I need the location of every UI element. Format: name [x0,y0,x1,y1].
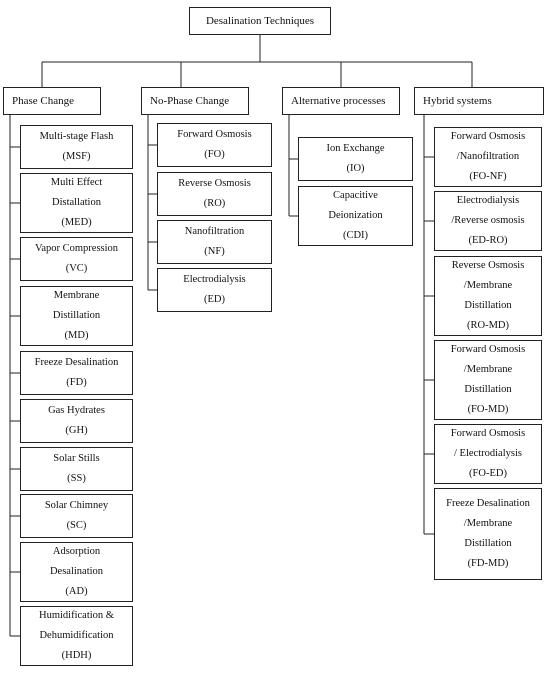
root-node: Desalination Techniques [189,7,331,35]
no-phase-change-item: Nanofiltration (NF) [157,220,272,264]
phase-change-item: Solar Chimney (SC) [20,494,133,538]
phase-change-item: Multi-stage Flash (MSF) [20,125,133,169]
hybrid-system-item: Forward Osmosis /Nanofiltration (FO-NF) [434,127,542,187]
hybrid-system-item: Electrodialysis /Reverse osmosis (ED-RO) [434,191,542,251]
phase-change-item: Vapor Compression (VC) [20,237,133,281]
hybrid-system-item: Forward Osmosis /Membrane Distillation (… [434,340,542,420]
hybrid-system-item: Reverse Osmosis /Membrane Distillation (… [434,256,542,336]
no-phase-change-item: Reverse Osmosis (RO) [157,172,272,216]
alternative-process-item: Capacitive Deionization (CDI) [298,186,413,246]
no-phase-change-item: Forward Osmosis (FO) [157,123,272,167]
hybrid-system-item: Freeze Desalination /Membrane Distillati… [434,488,542,580]
phase-change-item: Freeze Desalination (FD) [20,351,133,395]
category-no-phase-change: No-Phase Change [141,87,249,115]
category-phase-change: Phase Change [3,87,101,115]
no-phase-change-item: Electrodialysis (ED) [157,268,272,312]
phase-change-item: Adsorption Desalination (AD) [20,542,133,602]
category-hybrid-systems: Hybrid systems [414,87,544,115]
phase-change-item: Humidification & Dehumidification (HDH) [20,606,133,666]
phase-change-item: Solar Stills (SS) [20,447,133,491]
alternative-process-item: Ion Exchange (IO) [298,137,413,181]
phase-change-item: Multi Effect Distallation (MED) [20,173,133,233]
category-alternative-processes: Alternative processes [282,87,400,115]
phase-change-item: Membrane Distillation (MD) [20,286,133,346]
phase-change-item: Gas Hydrates (GH) [20,399,133,443]
hybrid-system-item: Forward Osmosis / Electrodialysis (FO-ED… [434,424,542,484]
